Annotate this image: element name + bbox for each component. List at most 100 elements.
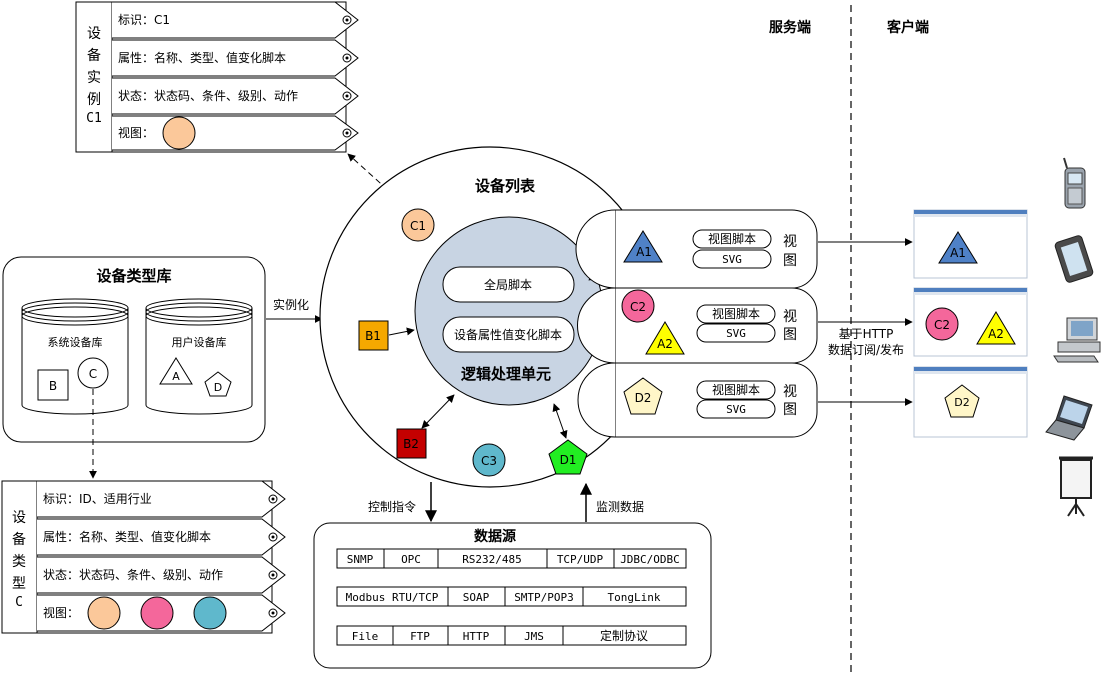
instance-title-char: 实 xyxy=(87,70,101,86)
client-item-label: A2 xyxy=(988,327,1004,341)
view-label-char: 视 xyxy=(783,234,797,250)
instance-card-rows: 标识：C1 属性：名称、类型、值变化脚本 状态：状态码、条件、级别、动作 视图： xyxy=(112,1,359,151)
library-title: 设备类型库 xyxy=(96,267,171,285)
system-db-label: 系统设备库 xyxy=(48,335,103,349)
view-label-char: 图 xyxy=(783,402,797,418)
protocol-row-1: SNMP OPC RS232/485 TCP/UDP JDBC/ODBC xyxy=(336,548,687,569)
device-c1-label: C1 xyxy=(410,219,426,233)
system-db: 系统设备库 B C xyxy=(21,298,129,415)
value-script-box xyxy=(442,316,575,353)
instance-row-id: 标识：C1 xyxy=(118,13,170,27)
type-row-id: 标识：ID、适用行业 xyxy=(43,492,152,506)
logic-unit: 全局脚本 设备属性值变化脚本 逻辑处理单元 xyxy=(414,216,604,406)
datasource-title: 数据源 xyxy=(474,528,516,545)
view-script-label: 视图脚本 xyxy=(708,231,756,246)
device-a2-label: A2 xyxy=(657,337,673,351)
protocol-label: HTTP xyxy=(463,630,490,643)
phone-icon xyxy=(1063,157,1086,209)
type-card: 设 备 类 型 C 标识：ID、适用行业 属性：名称、类型、值变化脚本 状态：状… xyxy=(1,480,286,634)
device-c3-label: C3 xyxy=(481,454,497,468)
instance-title-char: 备 xyxy=(87,47,101,64)
instance-row-attrs: 属性：名称、类型、值变化脚本 xyxy=(118,50,286,65)
type-c-shape xyxy=(77,357,109,389)
type-title-char: 设 xyxy=(12,510,26,526)
protocol-label: OPC xyxy=(401,553,421,566)
server-zone-label: 服务端 xyxy=(769,19,811,36)
view-label-char: 图 xyxy=(783,253,797,269)
type-title-char: 型 xyxy=(12,576,26,592)
user-db-label: 用户设备库 xyxy=(172,335,227,349)
client-window-1: A1 xyxy=(913,209,1028,279)
protocol-label: TongLink xyxy=(608,591,661,604)
type-d-shape xyxy=(204,371,232,397)
type-row-view: 视图： xyxy=(43,605,79,620)
b1-to-logic-arrow xyxy=(388,327,415,336)
instance-view-circle xyxy=(162,116,196,150)
device-d1 xyxy=(548,439,588,475)
device-b1 xyxy=(358,320,389,351)
instance-row-state: 状态：状态码、条件、级别、动作 xyxy=(118,89,298,103)
view-svg-label: SVG xyxy=(726,327,746,340)
publish-label-line2: 数据订阅/发布 xyxy=(828,342,904,357)
device-a2 xyxy=(645,321,685,355)
protocol-label: 定制协议 xyxy=(600,628,648,643)
projector-icon xyxy=(1059,456,1093,517)
type-card-title: 设 备 类 型 C xyxy=(12,510,26,610)
type-card-rows: 标识：ID、适用行业 属性：名称、类型、值变化脚本 状态：状态码、条件、级别、动… xyxy=(37,480,286,632)
instance-card-title: 设 备 实 例 C1 xyxy=(86,26,102,126)
instantiate-label: 实例化 xyxy=(273,297,309,312)
b2-logic-arrow xyxy=(421,394,455,429)
device-list: 设备列表 全局脚本 设备属性值变化脚本 逻辑处理单元 C1 B1 B2 C3 D… xyxy=(319,146,661,488)
datasource: 数据源 SNMP OPC RS232/485 TCP/UDP JDBC/ODBC… xyxy=(313,522,712,669)
type-view-circle-teal xyxy=(193,596,227,630)
type-b-shape xyxy=(37,369,69,401)
instance-title-char: 例 xyxy=(87,92,101,108)
monitor-label: 监测数据 xyxy=(596,499,644,514)
device-a1-label: A1 xyxy=(636,245,652,259)
type-title-char: 备 xyxy=(12,531,26,548)
type-row-state: 状态：状态码、条件、级别、动作 xyxy=(43,568,223,582)
protocol-row-2: Modbus RTU/TCP SOAP SMTP/POP3 TongLink xyxy=(336,586,687,607)
client-item-label: D2 xyxy=(954,396,969,409)
device-d1-label: D1 xyxy=(560,453,577,467)
device-c1 xyxy=(401,208,435,242)
protocol-label: TCP/UDP xyxy=(557,553,604,566)
type-b-label: B xyxy=(49,379,57,393)
instance-row-view: 视图： xyxy=(118,125,154,140)
type-library: 设备类型库 系统设备库 B C 用户设备库 A D xyxy=(2,256,266,443)
view-label-char: 视 xyxy=(783,309,797,325)
type-title-char: 类 xyxy=(12,554,26,570)
type-a-label: A xyxy=(172,370,180,383)
device-list-title: 设备列表 xyxy=(475,177,536,195)
control-label: 控制指令 xyxy=(368,499,416,514)
device-d2-label: D2 xyxy=(635,391,652,405)
global-script-box xyxy=(442,266,575,303)
global-script-label: 全局脚本 xyxy=(484,277,532,292)
device-b2-label: B2 xyxy=(403,437,419,451)
device-c3 xyxy=(472,443,506,477)
logic-unit-label: 逻辑处理单元 xyxy=(461,365,551,383)
view-script-label: 视图脚本 xyxy=(712,306,760,321)
view-script-label: 视图脚本 xyxy=(712,382,760,397)
instance-card: 设 备 实 例 C1 标识：C1 属性：名称、类型、值变化脚本 状态：状态码、条… xyxy=(75,1,359,153)
client-zone-label: 客户端 xyxy=(886,19,929,36)
type-a-shape xyxy=(159,357,193,385)
device-b1-label: B1 xyxy=(365,329,381,343)
type-c-label: C xyxy=(89,367,97,381)
type-d-label: D xyxy=(214,381,222,394)
protocol-label: FTP xyxy=(410,630,430,643)
client-item-label: A1 xyxy=(950,246,966,260)
protocol-label: JMS xyxy=(524,630,544,643)
view-panel-1: A1 视图脚本 SVG 视 图 xyxy=(575,209,818,289)
desktop-icon xyxy=(1053,317,1101,363)
device-a1 xyxy=(623,230,663,263)
laptop-icon xyxy=(1045,395,1093,441)
device-c2-label: C2 xyxy=(630,300,646,314)
client-item-label: C2 xyxy=(934,318,950,332)
client-window-2: C2 A2 xyxy=(913,287,1028,357)
type-view-circle-orange xyxy=(87,596,121,630)
user-db: 用户设备库 A D xyxy=(145,298,253,415)
protocol-label: File xyxy=(352,630,379,643)
view-svg-label: SVG xyxy=(722,253,742,266)
